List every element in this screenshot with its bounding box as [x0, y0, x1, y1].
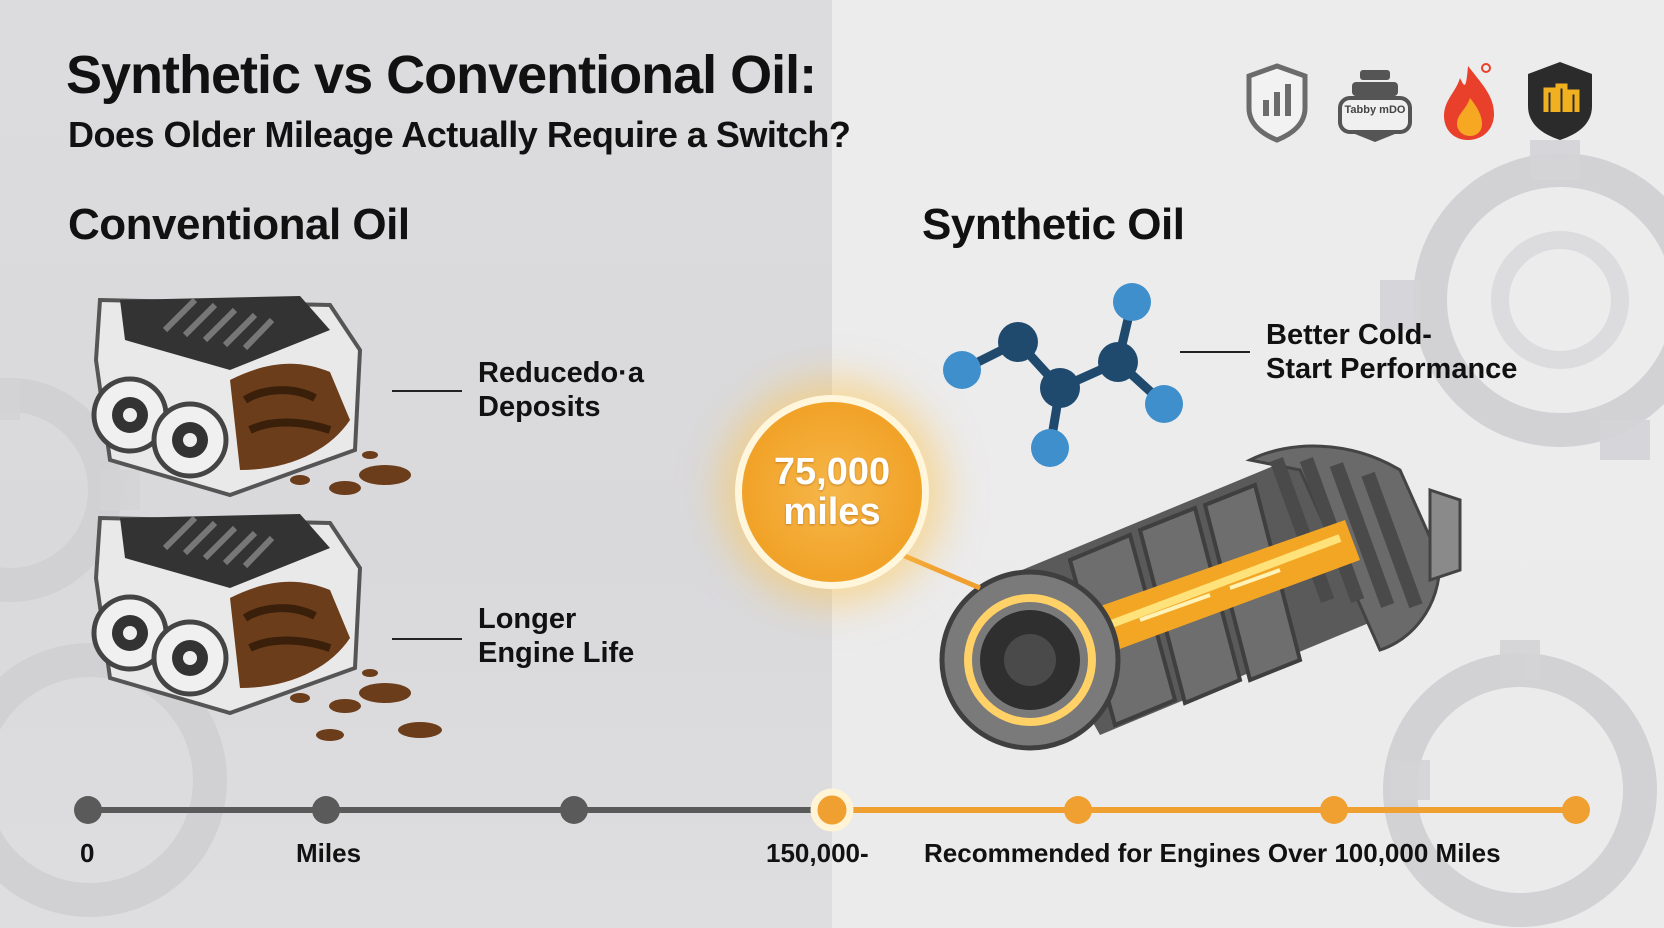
timeline-node [1320, 796, 1348, 824]
timeline-label-recommendation: Recommended for Engines Over 100,000 Mil… [924, 838, 1501, 868]
gear-icon [0, 643, 227, 917]
molecule-icon [943, 283, 1183, 467]
mileage-badge: 75,000 miles [742, 402, 922, 582]
page-title: Synthetic vs Conventional Oil: [66, 45, 817, 105]
synthetic-heading: Synthetic Oil [922, 200, 1185, 249]
gear-ring [939, 569, 1121, 751]
timeline-node [312, 796, 340, 824]
conventional-heading: Conventional Oil [68, 200, 410, 249]
timeline-label-miles: Miles [296, 838, 362, 868]
callout-deposits: Reducedo·a Deposits [478, 356, 644, 424]
timeline-node [560, 796, 588, 824]
page-subtitle: Does Older Mileage Actually Require a Sw… [68, 114, 851, 155]
timeline-node-active [810, 788, 854, 832]
callout-engine-life-line1: Longer [478, 603, 577, 635]
timeline-node [1562, 796, 1590, 824]
callout-line [392, 390, 462, 392]
callout-cold-start: Better Cold- Start Performance [1266, 318, 1517, 386]
callout-deposits-line2: Deposits [478, 391, 601, 423]
timeline-label-start: 0 [80, 838, 95, 868]
timeline-node [1064, 796, 1092, 824]
callout-cold-start-line2: Start Performance [1266, 353, 1518, 385]
callout-engine-life: Longer Engine Life [478, 602, 634, 670]
right-panel-background [832, 0, 1664, 928]
mileage-badge-unit: miles [783, 491, 881, 533]
synthetic-cylinder [939, 444, 1462, 751]
engine-badge-icon [1338, 70, 1412, 142]
callout-line [392, 638, 462, 640]
callout-engine-life-line2: Engine Life [478, 637, 635, 669]
badge-pointer-line [899, 551, 981, 591]
mileage-badge-value: 75,000 [773, 451, 891, 493]
shield-badge-icon [1528, 62, 1592, 140]
callout-deposits-line1: Reducedo·a [478, 357, 644, 389]
timeline-node [74, 796, 102, 824]
flame-icon [1444, 63, 1494, 140]
callout-cold-start-line1: Better Cold- [1266, 319, 1432, 351]
engine-badge-text: Tabby mDO [1345, 104, 1406, 116]
shield-chart-icon [1246, 63, 1308, 143]
timeline-label-mid: 150,000- [766, 838, 869, 868]
callout-line [1180, 351, 1250, 353]
